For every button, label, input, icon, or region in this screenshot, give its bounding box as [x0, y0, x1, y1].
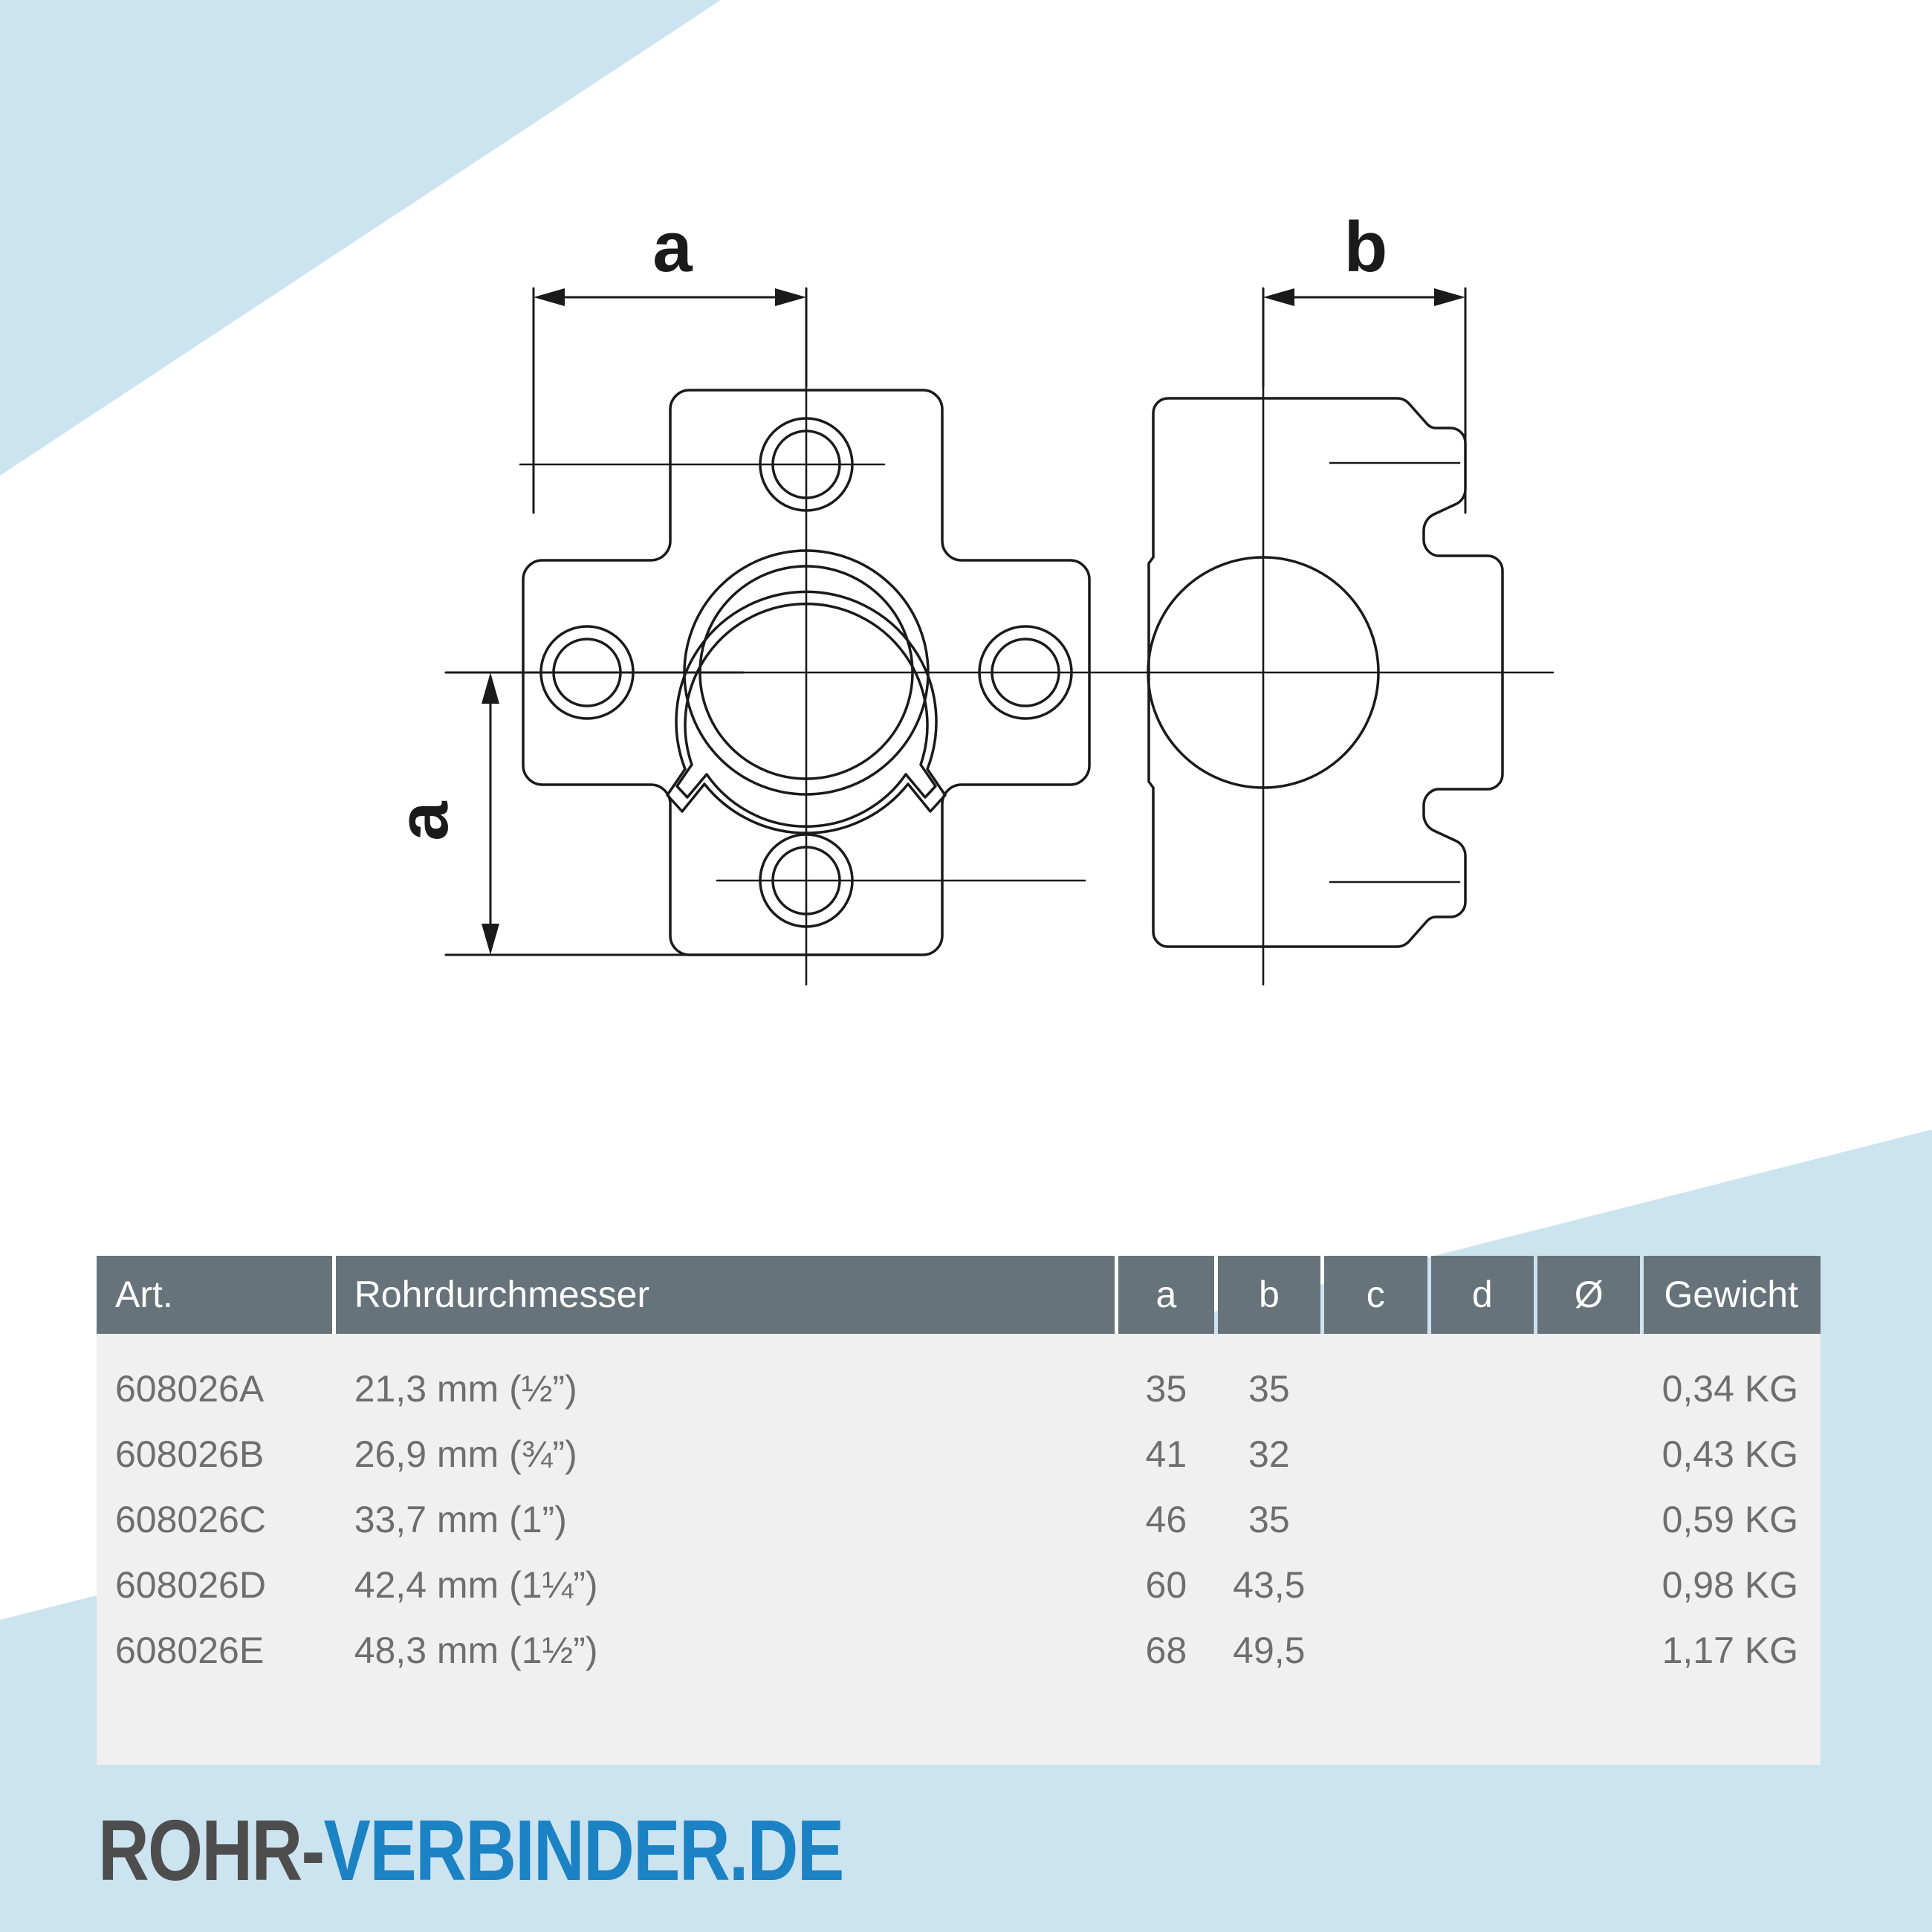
cell-a: 35: [1145, 1368, 1187, 1410]
cell-art: 608026D: [115, 1564, 266, 1606]
cell-rohr: 48,3 mm (1½”): [354, 1630, 598, 1671]
center-clamp-collar: [666, 590, 947, 834]
cell-b: 32: [1248, 1433, 1290, 1475]
logo-text-rohr: ROHR-: [98, 1802, 325, 1899]
table-row: 608026A 21,3 mm (½”) 35 35 0,34 KG: [97, 1356, 1821, 1422]
table-header-row: Art. Rohrdurchmesser a b c d Ø Gewicht: [97, 1256, 1821, 1334]
table-row: 608026B 26,9 mm (¾”) 41 32 0,43 KG: [97, 1422, 1821, 1487]
cell-c: [1324, 1618, 1427, 1683]
column-header-gewicht: Gewicht: [1644, 1256, 1821, 1334]
cell-d: [1431, 1618, 1534, 1683]
cell-diameter: [1537, 1487, 1640, 1552]
column-header-c: c: [1324, 1256, 1427, 1334]
cell-diameter: [1537, 1356, 1640, 1422]
column-header-d: d: [1430, 1256, 1534, 1334]
cell-d: [1431, 1422, 1534, 1487]
cell-rohr: 26,9 mm (¾”): [354, 1433, 577, 1475]
dimension-label-a-top: a: [652, 207, 693, 287]
cell-rohr: 33,7 mm (1”): [354, 1499, 567, 1540]
column-header-rohr: Rohrdurchmesser: [335, 1256, 1115, 1334]
cell-a: 60: [1145, 1564, 1187, 1606]
column-header-diameter: Ø: [1537, 1256, 1641, 1334]
table-row: 608026C 33,7 mm (1”) 46 35 0,59 KG: [97, 1487, 1821, 1552]
cell-diameter: [1537, 1422, 1640, 1487]
cell-gewicht: 0,59 KG: [1662, 1499, 1799, 1540]
cell-rohr: 21,3 mm (½”): [354, 1368, 577, 1410]
cell-d: [1431, 1552, 1534, 1618]
cell-diameter: [1537, 1552, 1640, 1618]
cell-d: [1431, 1487, 1534, 1552]
front-view-centerlines: [489, 363, 1124, 986]
cell-art: 608026E: [115, 1630, 265, 1671]
technical-drawing: a a b: [383, 207, 1555, 986]
front-view-outline: [522, 389, 1091, 956]
cell-c: [1324, 1552, 1427, 1618]
cell-b: 35: [1248, 1368, 1290, 1410]
column-header-a: a: [1118, 1256, 1214, 1334]
dimension-label-a-left: a: [383, 801, 463, 841]
cell-a: 41: [1145, 1433, 1187, 1475]
cell-gewicht: 1,17 KG: [1662, 1630, 1799, 1671]
cell-art: 608026C: [115, 1499, 266, 1540]
side-view-centerlines: [1121, 363, 1555, 986]
cell-d: [1431, 1356, 1534, 1422]
brand-logo: ROHR-VERBINDER.DE: [98, 1807, 844, 1893]
table-body: 608026A 21,3 mm (½”) 35 35 0,34 KG 60802…: [97, 1334, 1821, 1765]
column-header-art: Art.: [97, 1256, 332, 1334]
cell-a: 46: [1145, 1499, 1187, 1540]
dimension-a-vertical: [444, 671, 745, 956]
logo-text-verbinder: VERBINDER.DE: [323, 1802, 845, 1899]
cell-c: [1324, 1356, 1427, 1422]
cell-gewicht: 0,34 KG: [1662, 1368, 1799, 1410]
cell-b: 35: [1248, 1499, 1290, 1540]
cell-art: 608026B: [115, 1433, 265, 1475]
cell-gewicht: 0,43 KG: [1662, 1433, 1799, 1475]
specification-table: Art. Rohrdurchmesser a b c d Ø Gewicht 6…: [97, 1256, 1821, 1765]
table-row: 608026E 48,3 mm (1½”) 68 49,5 1,17 KG: [97, 1618, 1821, 1683]
cell-diameter: [1537, 1618, 1640, 1683]
dimension-b: [1262, 287, 1467, 514]
dimension-label-b: b: [1344, 207, 1388, 287]
cell-c: [1324, 1422, 1427, 1487]
cell-art: 608026A: [115, 1368, 265, 1410]
cell-rohr: 42,4 mm (1¼”): [354, 1564, 598, 1606]
cell-a: 68: [1145, 1630, 1187, 1671]
cell-gewicht: 0,98 KG: [1662, 1564, 1799, 1606]
cell-c: [1324, 1487, 1427, 1552]
cell-b: 43,5: [1233, 1564, 1306, 1606]
dimension-a-horizontal: [532, 287, 808, 514]
table-row: 608026D 42,4 mm (1¼”) 60 43,5 0,98 KG: [97, 1552, 1821, 1618]
column-header-b: b: [1217, 1256, 1321, 1334]
cell-b: 49,5: [1233, 1630, 1306, 1671]
